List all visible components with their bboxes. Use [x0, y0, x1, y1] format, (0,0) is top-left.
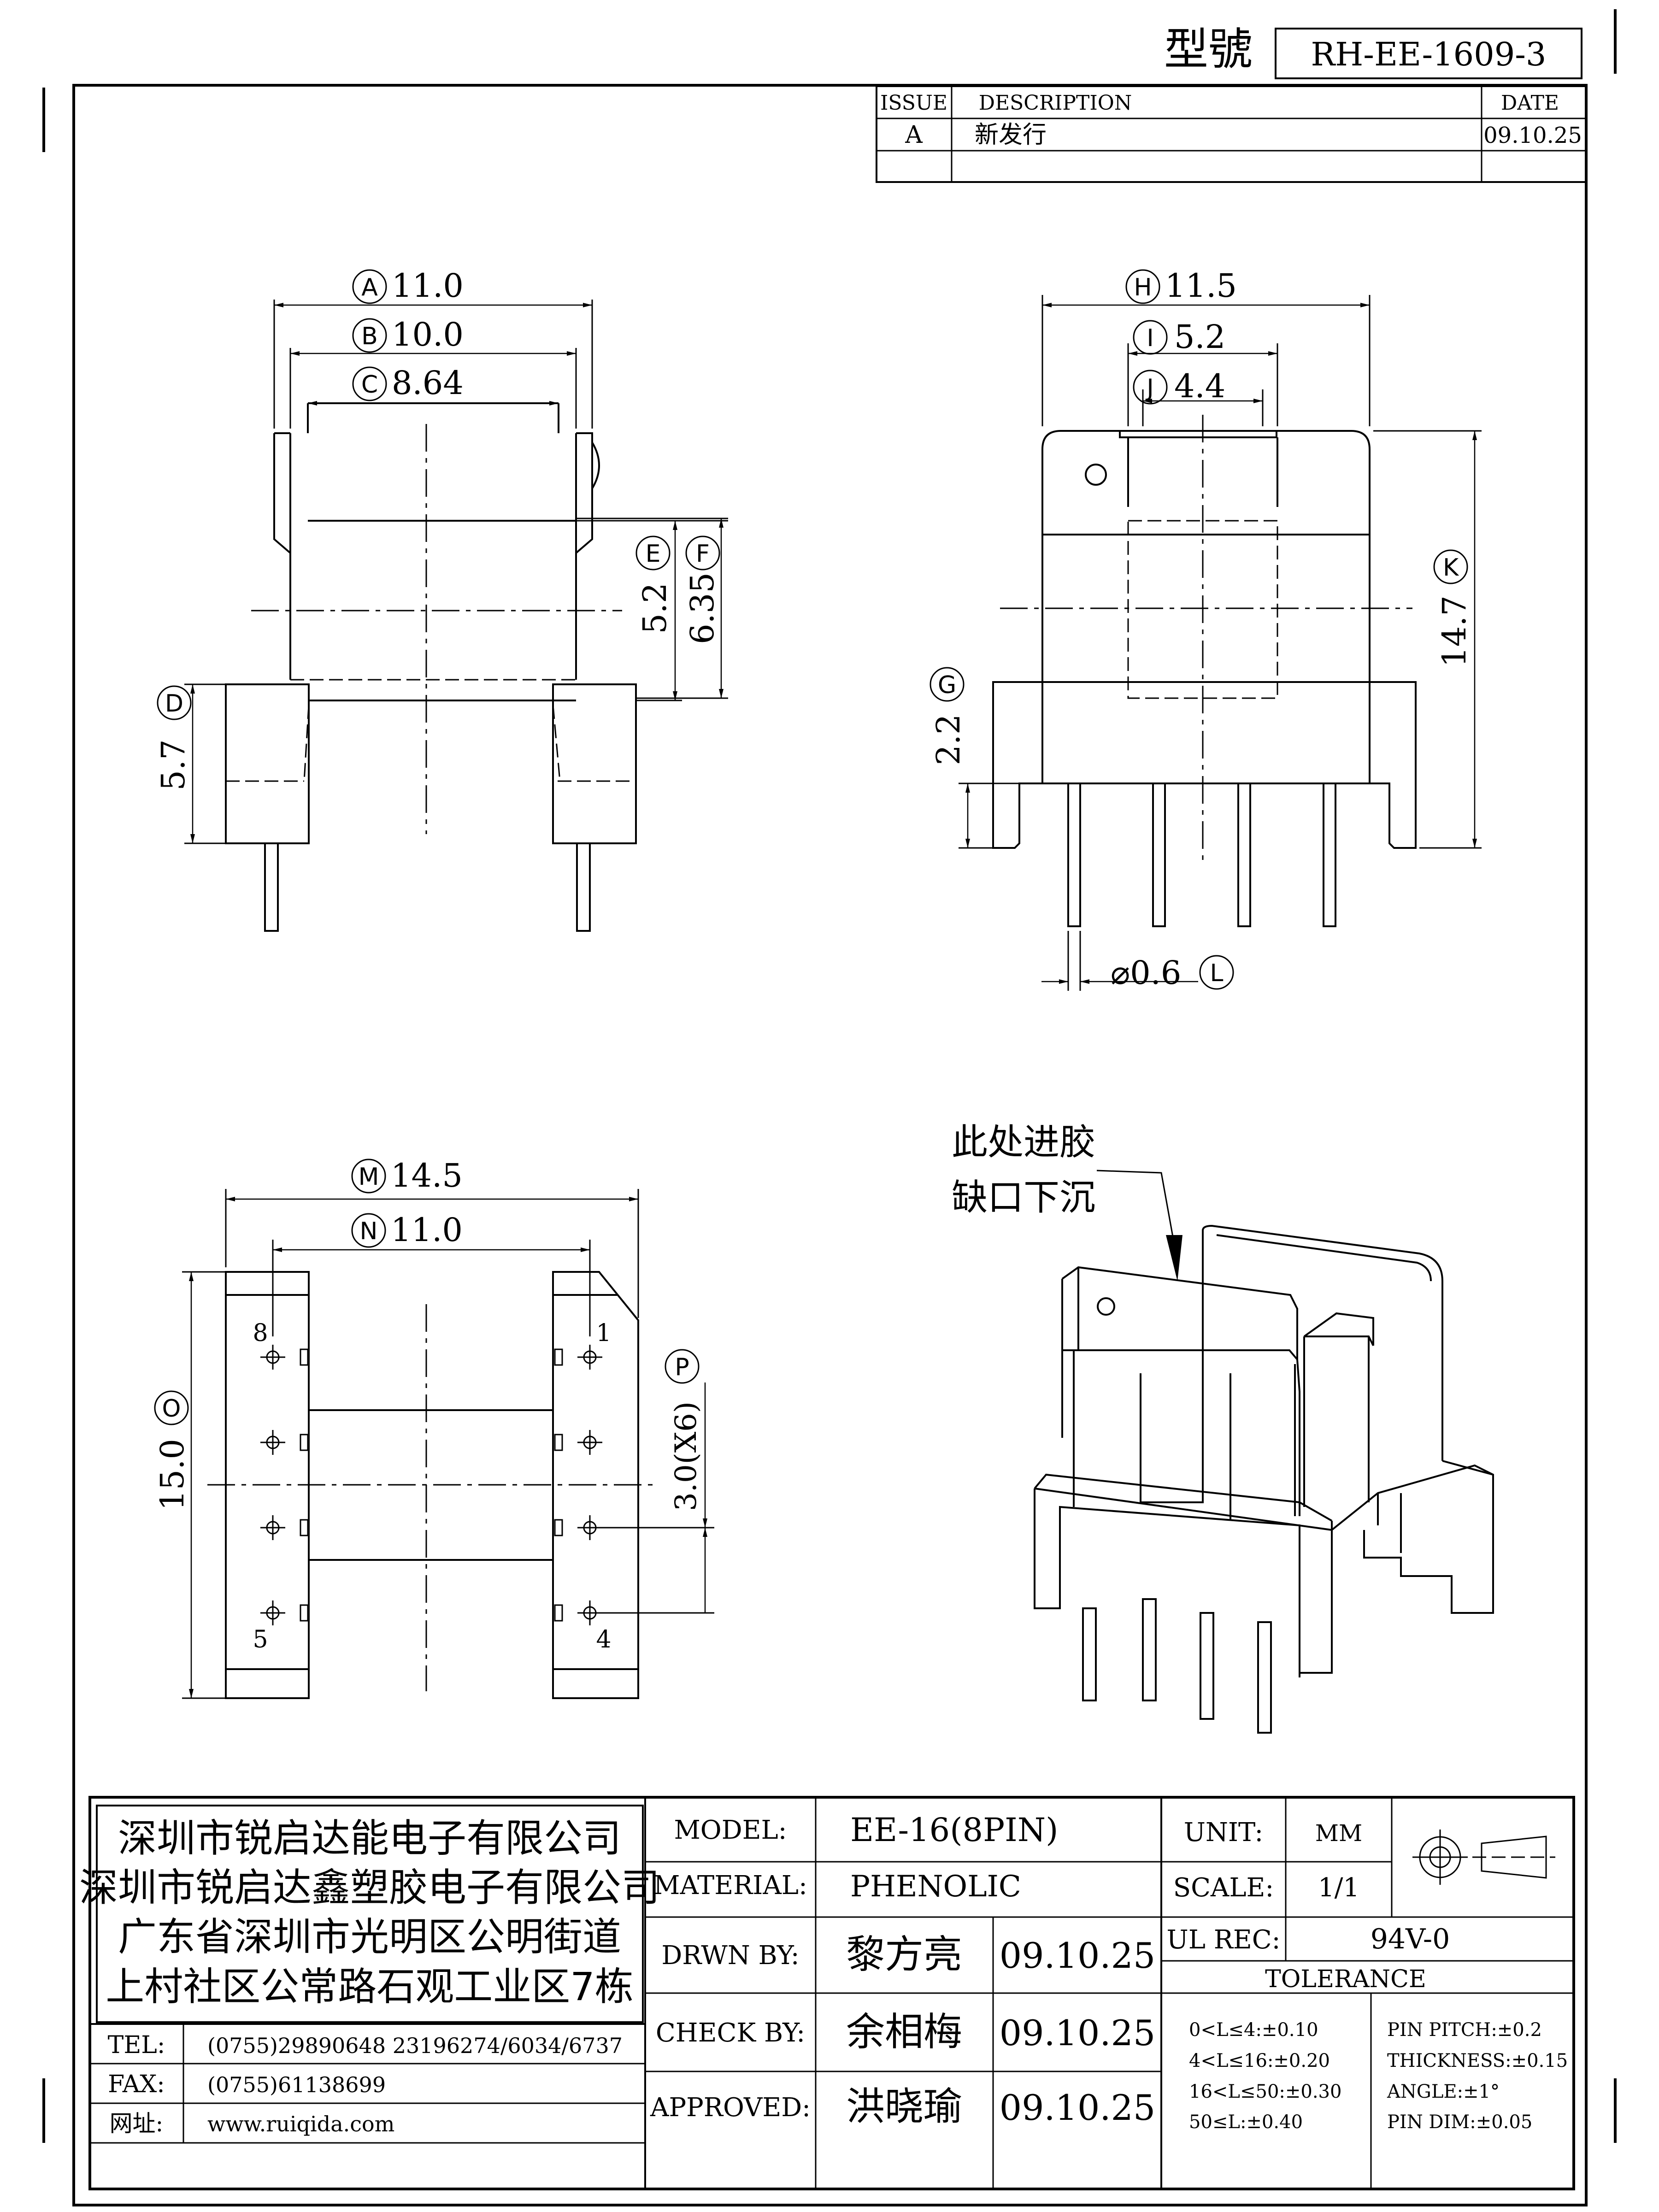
dim-value-B: 10.0 [392, 316, 464, 353]
dim-value-F: 6.35 [683, 572, 721, 644]
check-by-label: CHECK BY: [656, 2018, 805, 2048]
dim-value-I: 5.2 [1174, 318, 1225, 356]
tol-left-1: 0<L≤4:±0.10 [1189, 2019, 1318, 2041]
side-view: H 11.5 I 5.2 J 4.4 K 14.7 G 2.2 ⌀0. [930, 267, 1482, 992]
iso-note-line2: 缺口下沉 [952, 1177, 1095, 1218]
dim-value-E: 5.2 [636, 582, 674, 634]
unit-label: UNIT: [1184, 1818, 1264, 1847]
company-line-4: 上村社区公常路石观工业区7栋 [106, 1964, 633, 2009]
revision-table: ISSUE DESCRIPTION DATE A 新发行 09.10.25 [876, 85, 1587, 183]
projection-symbol-icon [1412, 1830, 1555, 1885]
web-value: www.ruiqida.com [207, 2112, 394, 2136]
rev-row-description: 新发行 [975, 121, 1047, 149]
dim-value-K: 14.7 [1435, 595, 1473, 667]
title-block: 深圳市锐启达能电子有限公司 深圳市锐启达鑫塑胶电子有限公司 广东省深圳市光明区公… [79, 1796, 1575, 2190]
dim-tag-E: E [646, 540, 661, 568]
front-view: A 11.0 B 10.0 C 8.64 E F 5.2 6.35 D 5.7 [154, 267, 728, 932]
dim-tag-J: J [1145, 374, 1153, 402]
tel-value: (0755)29890648 23196274/6034/6737 [207, 2033, 623, 2058]
dim-value-C: 8.64 [392, 364, 464, 402]
tol-left-4: 50≤L:±0.40 [1189, 2112, 1303, 2133]
dim-tag-O: O [162, 1395, 181, 1423]
tol-right-4: PIN DIM:±0.05 [1387, 2112, 1532, 2133]
dim-tag-G: G [938, 671, 956, 699]
dim-tag-L: L [1210, 959, 1224, 987]
ul-rec-value: 94V-0 [1371, 1923, 1450, 1955]
sheet-corner-marks [42, 9, 1617, 2143]
dim-tag-M: M [359, 1163, 379, 1191]
tel-label: TEL: [108, 2031, 165, 2059]
dim-value-N: 11.0 [391, 1211, 463, 1249]
pin-label-4: 4 [596, 1626, 611, 1653]
dim-tag-I: I [1147, 324, 1153, 352]
approved-name: 洪晓瑜 [846, 2084, 962, 2129]
dim-tag-P: P [675, 1353, 689, 1381]
check-by-name: 余相梅 [846, 2009, 962, 2054]
drawn-by-name: 黎方亮 [846, 1932, 962, 1977]
dim-value-M: 14.5 [391, 1157, 463, 1194]
scale-value: 1/1 [1318, 1873, 1359, 1903]
rev-header-date: DATE [1501, 91, 1559, 115]
dim-tag-D: D [165, 690, 183, 718]
dim-tag-K: K [1443, 554, 1459, 582]
dim-tag-H: H [1134, 274, 1152, 301]
model-value: EE-16(8PIN) [850, 1811, 1058, 1849]
dim-value-L: ⌀0.6 [1111, 954, 1181, 992]
company-line-2: 深圳市锐启达鑫塑胶电子有限公司 [79, 1865, 660, 1910]
model-header-label: 型號 [1164, 24, 1253, 75]
tol-left-3: 16<L≤50:±0.30 [1189, 2081, 1341, 2102]
tol-right-3: ANGLE:±1° [1387, 2081, 1500, 2102]
model-header: 型號 RH-EE-1609-3 [1164, 24, 1583, 79]
model-number: RH-EE-1609-3 [1311, 35, 1547, 73]
model-label: MODEL: [674, 1815, 787, 1845]
company-line-1: 深圳市锐启达能电子有限公司 [118, 1816, 621, 1861]
tol-right-1: PIN PITCH:±0.2 [1387, 2019, 1542, 2041]
dim-value-A: 11.0 [392, 267, 464, 305]
pin-label-8: 8 [253, 1319, 268, 1347]
ul-rec-label: UL REC: [1167, 1925, 1281, 1955]
dim-value-P: 3.0(X6) [669, 1401, 703, 1511]
scale-label: SCALE: [1173, 1873, 1274, 1903]
approved-label: APPROVED: [650, 2093, 811, 2123]
dim-value-H: 11.5 [1165, 267, 1237, 305]
rev-header-issue: ISSUE [880, 91, 947, 115]
dim-tag-F: F [696, 540, 710, 568]
dim-tag-C: C [361, 371, 378, 399]
fax-label: FAX: [108, 2071, 165, 2098]
material-label: MATERIAL: [653, 1871, 807, 1900]
isometric-view: 此处进胶 缺口下沉 [952, 1122, 1494, 1734]
tol-left-2: 4<L≤16:±0.20 [1189, 2050, 1330, 2071]
approved-date: 09.10.25 [1000, 2087, 1155, 2128]
drawn-by-label: DRWN BY: [661, 1941, 799, 1971]
iso-note-line1: 此处进胶 [952, 1122, 1095, 1163]
bottom-view: 8 1 5 4 M 14.5 N 11.0 O 15.0 P 3.0(X [153, 1157, 714, 1699]
dim-tag-B: B [361, 323, 378, 350]
dim-tag-N: N [360, 1218, 378, 1245]
tol-right-2: THICKNESS:±0.15 [1387, 2050, 1568, 2071]
pin-label-1: 1 [596, 1319, 611, 1347]
unit-value: MM [1315, 1820, 1362, 1847]
tolerance-label: TOLERANCE [1265, 1965, 1426, 1993]
dim-value-J: 4.4 [1174, 367, 1225, 405]
drawn-by-date: 09.10.25 [1000, 1935, 1155, 1976]
rev-row-issue: A [905, 121, 923, 149]
dim-value-G: 2.2 [930, 714, 967, 765]
fax-value: (0755)61138699 [207, 2072, 386, 2097]
pin-label-5: 5 [253, 1626, 268, 1653]
material-value: PHENOLIC [850, 1870, 1021, 1904]
rev-row-date: 09.10.25 [1483, 123, 1582, 148]
dim-tag-A: A [361, 274, 378, 301]
rev-header-description: DESCRIPTION [979, 91, 1132, 115]
pin-holes [260, 1345, 602, 1625]
dim-value-D: 5.7 [154, 739, 192, 790]
web-label: 网址: [110, 2110, 164, 2137]
company-line-3: 广东省深圳市光明区公明街道 [118, 1914, 621, 1959]
dim-value-O: 15.0 [153, 1439, 191, 1511]
drawing-frame [72, 84, 1588, 2206]
check-by-date: 09.10.25 [1000, 2012, 1155, 2053]
